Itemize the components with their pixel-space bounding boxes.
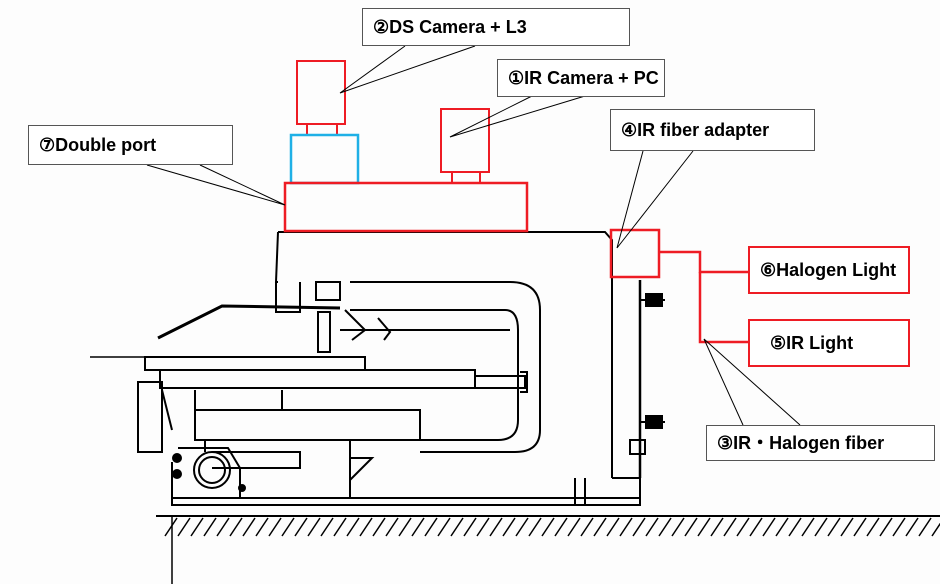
ground-hatch xyxy=(164,517,940,537)
hatch-mark xyxy=(892,517,906,537)
hatch-mark xyxy=(658,517,672,537)
hatch-mark xyxy=(164,517,178,537)
hatch-mark xyxy=(229,517,243,537)
hatch-mark xyxy=(463,517,477,537)
hatch-mark xyxy=(476,517,490,537)
microscope-body xyxy=(90,231,940,584)
hatch-mark xyxy=(359,517,373,537)
hatch-mark xyxy=(294,517,308,537)
hatch-mark xyxy=(788,517,802,537)
hatch-mark xyxy=(268,517,282,537)
hatch-mark xyxy=(424,517,438,537)
hatch-mark xyxy=(775,517,789,537)
hatch-mark xyxy=(437,517,451,537)
hatch-mark xyxy=(190,517,204,537)
hatch-mark xyxy=(567,517,581,537)
hatch-mark xyxy=(632,517,646,537)
hatch-mark xyxy=(281,517,295,537)
hatch-mark xyxy=(606,517,620,537)
hatch-mark xyxy=(723,517,737,537)
label-ir-camera: ①IR Camera + PC xyxy=(508,68,659,88)
label-ir-light: ⑤IR Light xyxy=(770,333,854,353)
ds-camera-mount xyxy=(306,123,338,136)
hatch-mark xyxy=(177,517,191,537)
callout-halogen-light: ⑥Halogen Light xyxy=(748,246,910,294)
hatch-mark xyxy=(710,517,724,537)
hatch-mark xyxy=(489,517,503,537)
callout-ds-camera: ②DS Camera + L3 xyxy=(362,8,630,46)
hatch-mark xyxy=(346,517,360,537)
hatch-mark xyxy=(905,517,919,537)
hatch-mark xyxy=(619,517,633,537)
hatch-mark xyxy=(515,517,529,537)
double-port-box xyxy=(283,181,529,233)
callout-ir-camera: ①IR Camera + PC xyxy=(497,59,665,97)
callout-pointers xyxy=(146,45,801,426)
hatch-mark xyxy=(216,517,230,537)
hatch-mark xyxy=(684,517,698,537)
ir-camera-mount xyxy=(451,171,481,184)
hatch-mark xyxy=(814,517,828,537)
hatch-mark xyxy=(502,517,516,537)
label-double-port: ⑦Double port xyxy=(39,135,157,155)
label-ds-camera: ②DS Camera + L3 xyxy=(373,17,527,37)
hatch-mark xyxy=(242,517,256,537)
hatch-mark xyxy=(203,517,217,537)
hatch-mark xyxy=(671,517,685,537)
halogen-fiber-line xyxy=(659,250,748,274)
hatch-mark xyxy=(528,517,542,537)
callout-ir-halogen-fiber: ③IR・Halogen fiber xyxy=(706,425,935,461)
ds-camera-box xyxy=(296,60,346,125)
hatch-mark xyxy=(372,517,386,537)
hatch-mark xyxy=(554,517,568,537)
hatch-mark xyxy=(307,517,321,537)
ir-camera-box xyxy=(440,108,490,173)
hatch-mark xyxy=(853,517,867,537)
hatch-mark xyxy=(541,517,555,537)
label-ir-halogen-fiber: ③IR・Halogen fiber xyxy=(717,433,885,453)
hatch-mark xyxy=(801,517,815,537)
ir-fiber-line xyxy=(698,272,748,344)
hatch-mark xyxy=(762,517,776,537)
hatch-mark xyxy=(866,517,880,537)
l3-adapter-box xyxy=(289,133,360,185)
label-ir-fiber-adapter: ④IR fiber adapter xyxy=(621,120,770,140)
hatch-mark xyxy=(879,517,893,537)
hatch-mark xyxy=(827,517,841,537)
hatch-mark xyxy=(645,517,659,537)
callout-ir-light: ⑤IR Light xyxy=(748,319,910,367)
hatch-mark xyxy=(918,517,932,537)
hatch-mark xyxy=(749,517,763,537)
callout-ir-fiber-adapter: ④IR fiber adapter xyxy=(610,109,815,151)
hatch-mark xyxy=(593,517,607,537)
hatch-mark xyxy=(580,517,594,537)
hatch-mark xyxy=(697,517,711,537)
hatch-mark xyxy=(450,517,464,537)
label-halogen-light: ⑥Halogen Light xyxy=(760,260,897,280)
hatch-mark xyxy=(255,517,269,537)
hatch-mark xyxy=(736,517,750,537)
hatch-mark xyxy=(411,517,425,537)
hatch-mark xyxy=(398,517,412,537)
hatch-mark xyxy=(385,517,399,537)
ir-fiber-adapter-box xyxy=(609,228,661,279)
callout-double-port: ⑦Double port xyxy=(28,125,233,165)
hatch-mark xyxy=(333,517,347,537)
hatch-mark xyxy=(320,517,334,537)
hatch-mark xyxy=(840,517,854,537)
hatch-mark xyxy=(931,522,940,537)
